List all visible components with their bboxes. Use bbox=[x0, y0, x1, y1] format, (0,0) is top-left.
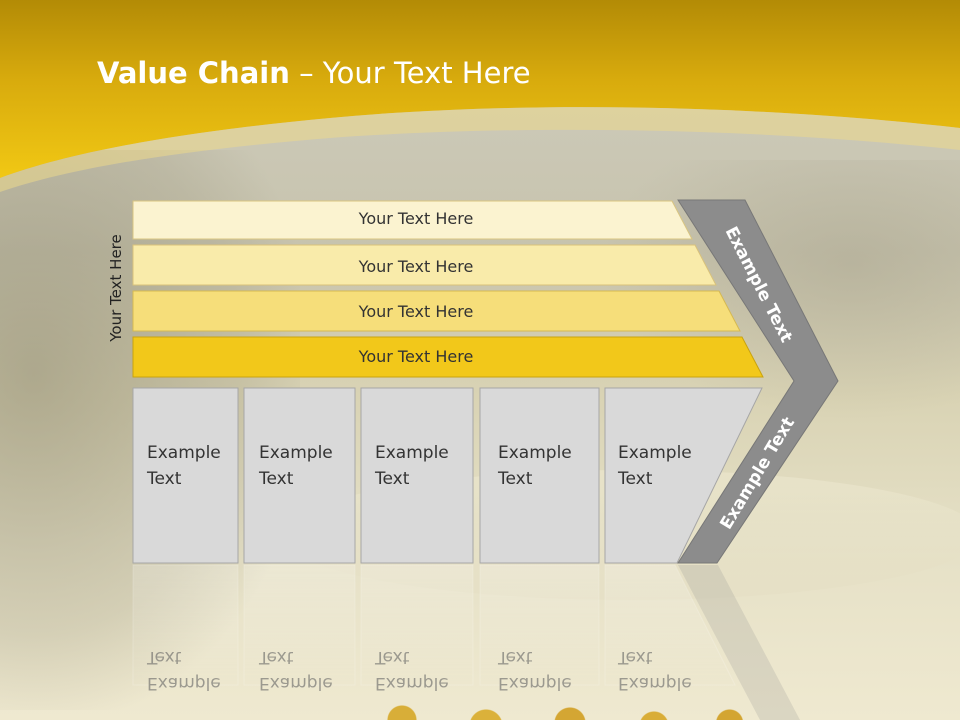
example-box-4-line2: Text bbox=[497, 469, 533, 489]
example-box-3-line1: Example bbox=[375, 443, 449, 463]
example-box-2-line2: Text bbox=[258, 469, 294, 489]
reflection-text: Example bbox=[498, 673, 572, 693]
example-box-1-line2: Text bbox=[146, 469, 182, 489]
example-box-4-line1: Example bbox=[498, 443, 572, 463]
reflection: Example Text Example Text Example Text E… bbox=[132, 564, 800, 720]
bar-1-label: Your Text Here bbox=[358, 209, 474, 228]
background-flowers bbox=[360, 690, 780, 720]
reflection-text: Text bbox=[617, 647, 653, 667]
title-rest: – Your Text Here bbox=[289, 56, 531, 90]
example-box-3-line2: Text bbox=[374, 469, 410, 489]
slide-title: Value Chain – Your Text Here bbox=[97, 56, 531, 90]
bar-4-label: Your Text Here bbox=[358, 347, 474, 366]
bar-1[interactable] bbox=[132, 200, 693, 240]
reflection-text: Example bbox=[259, 673, 333, 693]
bar-2-label: Your Text Here bbox=[358, 257, 474, 276]
example-box-5[interactable] bbox=[604, 387, 763, 564]
reflection-text: Example bbox=[147, 673, 221, 693]
bar-3[interactable] bbox=[132, 290, 741, 332]
example-box-3[interactable] bbox=[360, 387, 474, 564]
reflection-text: Text bbox=[497, 647, 533, 667]
example-box-4[interactable] bbox=[479, 387, 600, 564]
bar-3-label: Your Text Here bbox=[358, 302, 474, 321]
reflection-text: Text bbox=[374, 647, 410, 667]
example-box-2-line1: Example bbox=[259, 443, 333, 463]
reflection-text: Example bbox=[375, 673, 449, 693]
example-box-5-line2: Text bbox=[617, 469, 653, 489]
bar-4[interactable] bbox=[132, 336, 764, 378]
example-box-1[interactable] bbox=[132, 387, 239, 564]
margin-chevron[interactable] bbox=[677, 199, 839, 564]
reflection-text: Example bbox=[618, 673, 692, 693]
bar-2[interactable] bbox=[132, 244, 717, 286]
title-bold: Value Chain bbox=[97, 56, 290, 90]
example-box-2[interactable] bbox=[243, 387, 356, 564]
example-box-5-line1: Example bbox=[618, 443, 692, 463]
header-band bbox=[0, 0, 960, 192]
example-box-1-line1: Example bbox=[147, 443, 221, 463]
reflection-text: Text bbox=[146, 647, 182, 667]
reflection-text: Text bbox=[258, 647, 294, 667]
